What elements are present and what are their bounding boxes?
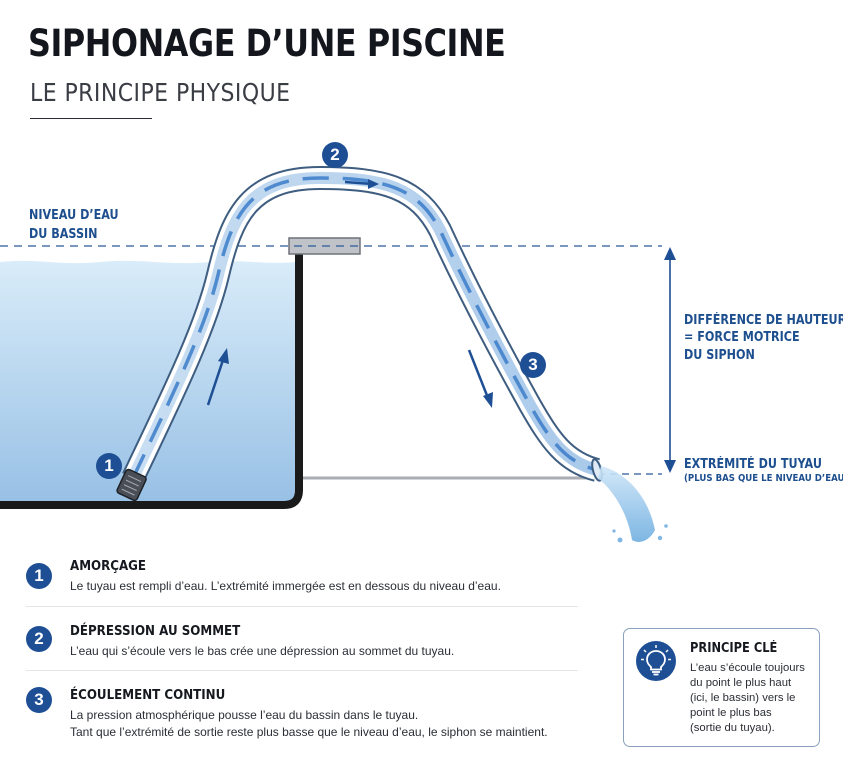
step-title: ÉCOULEMENT CONTINU: [70, 687, 226, 703]
principle-text: point le plus bas: [690, 707, 772, 719]
principle-title: PRINCIPE CLÉ: [690, 641, 778, 656]
pool-water: [0, 260, 295, 505]
step-divider: [26, 670, 578, 671]
step-text: Le tuyau est rempli d’eau. L’extrémité i…: [70, 579, 501, 593]
hose-end-note: (PLUS BAS QUE LE NIVEAU D’EAU): [684, 473, 843, 484]
step-divider: [26, 606, 578, 607]
height-difference-label: DU SIPHON: [684, 348, 755, 363]
pool-wall: [0, 252, 303, 509]
strainer-icon: [116, 468, 147, 502]
step-badge-3: 3: [26, 687, 52, 713]
step-title: AMORÇAGE: [70, 558, 147, 574]
flow-arrow-top: [344, 179, 379, 189]
hose-end-label: EXTRÉMITÉ DU TUYAU: [684, 457, 822, 472]
siphon-diagram: [0, 165, 676, 543]
water-level-label: DU BASSIN: [29, 227, 98, 242]
step-text: Tant que l’extrémité de sortie reste plu…: [70, 725, 548, 739]
diagram-badge-1: 1: [96, 453, 122, 479]
lightbulb-icon: [636, 641, 676, 681]
height-difference-label: = FORCE MOTRICE: [684, 330, 800, 345]
step-text: L’eau qui s’écoule vers le bas crée une …: [70, 644, 455, 658]
flow-arrow-up: [206, 348, 229, 406]
water-jet: [598, 466, 655, 542]
principle-text: (ici, le bassin) vers le: [690, 692, 796, 704]
step-title: DÉPRESSION AU SOMMET: [70, 623, 241, 639]
step-text: La pression atmosphérique pousse l’eau d…: [70, 708, 419, 722]
height-difference-label: DIFFÉRENCE DE HAUTEUR: [684, 313, 843, 328]
title-divider: [30, 118, 152, 119]
water-level-label: NIVEAU D’EAU: [29, 208, 119, 223]
step-badge-1: 1: [26, 563, 52, 589]
page-subtitle: LE PRINCIPE PHYSIQUE: [30, 78, 291, 107]
principle-text: du point le plus haut: [690, 677, 792, 689]
flow-arrow-down: [467, 349, 493, 408]
principle-text: (sortie du tuyau).: [690, 722, 775, 734]
principle-text: L’eau s’écoule toujours: [690, 662, 805, 674]
step-badge-2: 2: [26, 626, 52, 652]
page-title: SIPHONAGE D’UNE PISCINE: [28, 22, 506, 65]
diagram-badge-3: 3: [520, 352, 546, 378]
diagram-badge-2: 2: [322, 142, 348, 168]
principle-box: PRINCIPE CLÉ L’eau s’écoule toujours du …: [623, 628, 820, 747]
